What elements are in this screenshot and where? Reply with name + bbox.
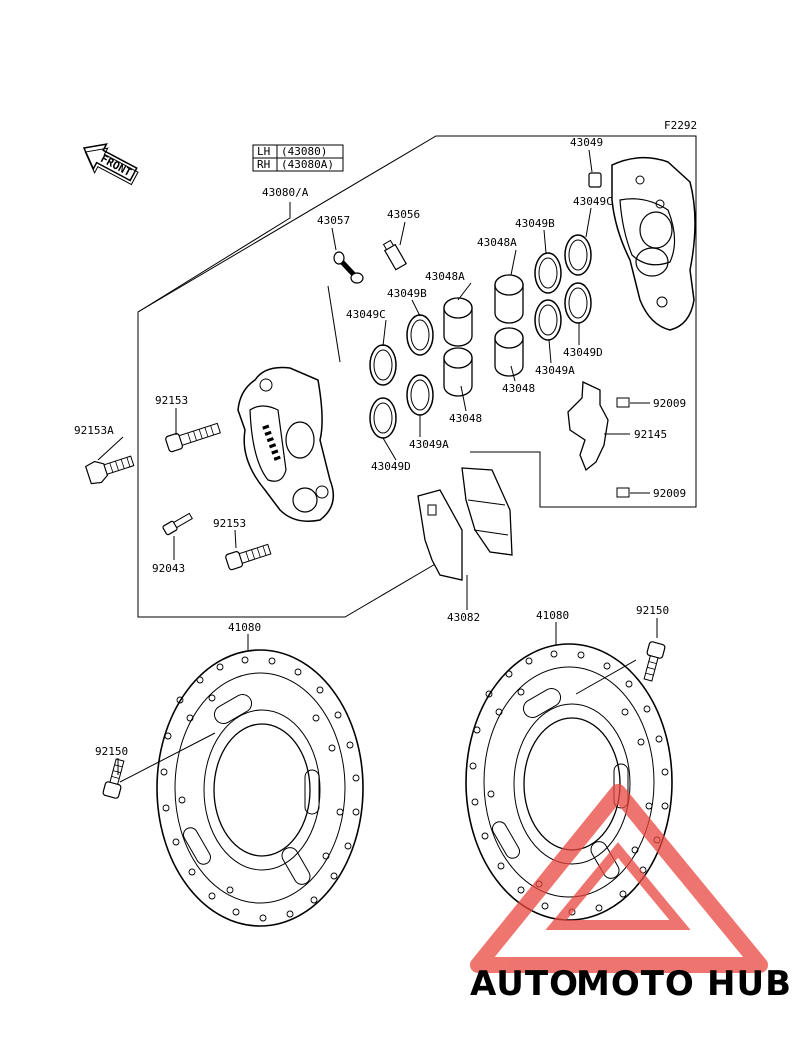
leader-lines <box>97 149 658 783</box>
callout-92145: 92145 <box>634 428 667 441</box>
bolt-92153a <box>84 455 135 485</box>
callout-92009-bottom: 92009 <box>653 487 686 500</box>
piston-43048-right <box>494 327 524 377</box>
callout-41080-left: 41080 <box>228 621 261 634</box>
caliper-right-half <box>611 156 696 331</box>
watermark-text: AUTO MOTO HUB <box>470 964 792 1004</box>
seal-43049d-right <box>564 282 592 324</box>
callout-92043: 92043 <box>152 562 185 575</box>
callout-43049a-right: 43049A <box>535 364 575 377</box>
callout-92153-bottom: 92153 <box>213 517 246 530</box>
callout-43049a-left: 43049A <box>409 438 449 451</box>
callout-92153a: 92153A <box>74 424 114 437</box>
watermark-part-hub: HUB <box>707 964 792 1004</box>
bolt-92153-top <box>165 422 221 453</box>
piston-43048-left <box>443 347 473 397</box>
callout-92150-left: 92150 <box>95 745 128 758</box>
callout-43048-right: 43048 <box>502 382 535 395</box>
seal-43049b-left <box>406 314 434 356</box>
watermark-part-auto: AUTO <box>470 964 579 1004</box>
callout-43049d-left: 43049D <box>371 460 411 473</box>
watermark-part-moto: MOTO <box>576 964 695 1004</box>
piston-43048a-right <box>494 274 524 324</box>
callout-43049d-right: 43049D <box>563 346 603 359</box>
callout-92153-top: 92153 <box>155 394 188 407</box>
legend-rh-side: RH <box>257 158 270 171</box>
callouts: 43049 43049C 43049B 43056 43057 43048A 4… <box>74 136 686 758</box>
front-arrow-icon: FRONT <box>82 143 139 186</box>
callout-43049b-right: 43049B <box>515 217 555 230</box>
bolt-92153-bottom <box>225 543 272 571</box>
pin-92043 <box>162 512 193 536</box>
callout-43049c-left: 43049C <box>346 308 386 321</box>
callout-43048-left: 43048 <box>449 412 482 425</box>
legend-lh-part: (43080) <box>281 145 327 158</box>
pad-spring-92145 <box>567 381 630 498</box>
callout-43056: 43056 <box>387 208 420 221</box>
nut-43049 <box>588 172 602 188</box>
bolt-92150-top <box>643 641 666 682</box>
side-legend: LH (43080) RH (43080A) <box>252 144 344 172</box>
disc-41080-left <box>156 649 364 927</box>
callout-92150-top: 92150 <box>636 604 669 617</box>
seal-43049c-right <box>564 234 592 276</box>
legend-rh-part: (43080A) <box>281 158 334 171</box>
callout-43082: 43082 <box>447 611 480 624</box>
seal-43049d-left <box>369 397 397 439</box>
callout-43049b-left: 43049B <box>387 287 427 300</box>
caliper-left-body: ▮▮▮▮▮▮ <box>237 366 335 522</box>
callout-43048a-left: 43048A <box>425 270 465 283</box>
assembly-label: 43080/A <box>262 186 309 199</box>
callout-43049: 43049 <box>570 136 603 149</box>
assembly-outline <box>137 202 438 618</box>
seal-43049a-right <box>534 299 562 341</box>
piston-43048a-left <box>443 297 473 347</box>
brake-pads-43082 <box>417 467 513 581</box>
seal-43049b-right <box>534 252 562 294</box>
callout-41080-right: 41080 <box>536 609 569 622</box>
bolt-92150-left <box>102 758 125 799</box>
seal-43049a-left <box>406 374 434 416</box>
bleeder-cap <box>333 251 364 284</box>
callout-43048a-right: 43048A <box>477 236 517 249</box>
front-label: FRONT <box>98 152 134 179</box>
callout-92009-top: 92009 <box>653 397 686 410</box>
diagram-code: F2292 <box>664 119 697 132</box>
callout-43057: 43057 <box>317 214 350 227</box>
bleeder-valve <box>382 239 408 271</box>
seal-43049c-left <box>369 344 397 386</box>
watermark-logo <box>470 784 768 973</box>
callout-43049c-right: 43049C <box>573 195 613 208</box>
legend-lh-side: LH <box>257 145 270 158</box>
